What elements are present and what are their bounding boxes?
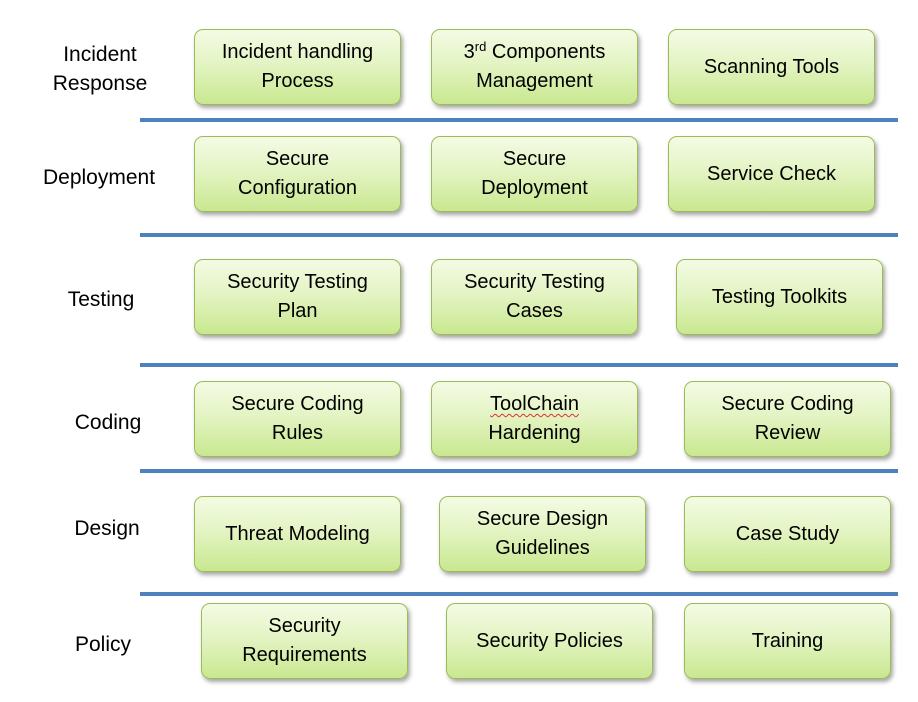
row-divider [140, 233, 898, 237]
row-divider [140, 592, 898, 596]
box-service-check: Service Check [668, 136, 875, 212]
row-divider [140, 469, 898, 473]
box-scanning-tools: Scanning Tools [668, 29, 875, 105]
row-label-testing: Testing [67, 288, 135, 311]
box-text: Case Study [735, 522, 840, 545]
box-security-policies: Security Policies [446, 603, 653, 679]
row-divider [140, 363, 898, 367]
row-label-incident-response-line-1: Incident [63, 43, 137, 66]
row-label-coding: Coding [74, 411, 142, 434]
box-text: Scanning Tools [703, 55, 840, 78]
row-divider [140, 118, 898, 122]
box-text: Training [751, 629, 824, 652]
box-case-study: Case Study [684, 496, 891, 572]
box-testing-toolkits: Testing Toolkits [676, 259, 883, 335]
box-text: Security Policies [476, 629, 623, 652]
box-text: Service Check [707, 162, 836, 185]
row-label-incident-response-line-2: Response [52, 72, 148, 95]
row-label-incident-response: Incident Response [53, 40, 148, 98]
box-text: Testing Toolkits [711, 285, 848, 308]
box-text: Threat Modeling [225, 522, 370, 545]
row-label-design: Design [74, 517, 140, 540]
box-threat-modeling: Threat Modeling [194, 496, 401, 572]
box-training: Training [684, 603, 891, 679]
row-label-deployment: Deployment [42, 166, 156, 189]
row-label-policy: Policy [74, 633, 132, 656]
